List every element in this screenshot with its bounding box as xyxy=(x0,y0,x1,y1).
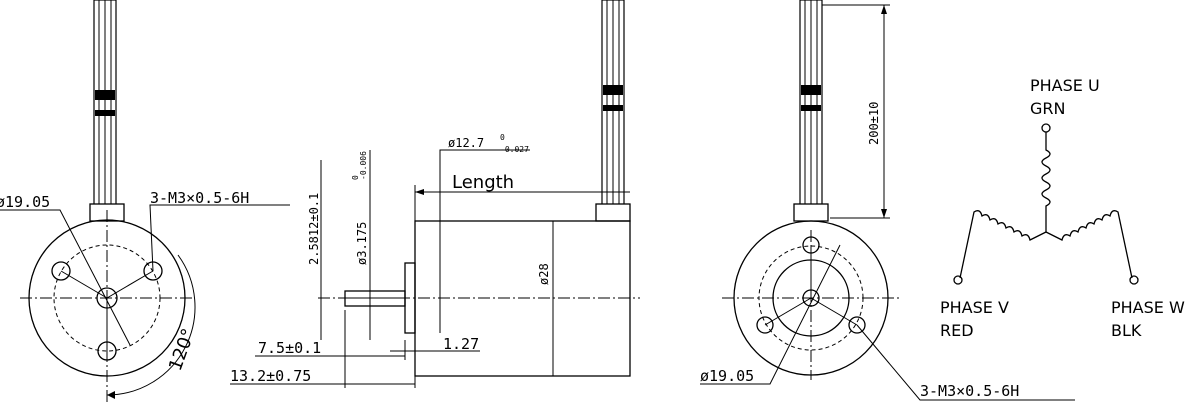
rear-view: 200±10 ø19.05 3-M3×0.5-6H xyxy=(700,0,1075,401)
shaft-tol-lower: -0.006 xyxy=(359,151,368,180)
phase-w-color: BLK xyxy=(1111,321,1142,340)
pcd-label-rear: ø19.05 xyxy=(700,367,754,385)
mount-hole-rear-3 xyxy=(848,316,866,334)
pilot-tol-upper: 0 xyxy=(500,133,505,142)
mount-hole-rear-2 xyxy=(756,316,774,334)
terminal-v xyxy=(953,275,963,285)
coil-u xyxy=(1041,132,1051,232)
terminal-w xyxy=(1129,275,1139,285)
phase-v-color: RED xyxy=(940,321,974,340)
terminal-u xyxy=(1041,123,1051,133)
coil-v xyxy=(959,210,1047,279)
phase-v-label: PHASE V xyxy=(940,298,1009,317)
shaft-dia-label: ø3.175 xyxy=(355,222,369,265)
pcd-label-left: ø19.05 xyxy=(0,193,50,211)
dim-a-label: 7.5±0.1 xyxy=(258,339,321,357)
dim-b-label: 1.27 xyxy=(443,335,479,353)
shaft-dim-label: 2.5812±0.1 xyxy=(307,193,321,265)
body-dia-label: ø28 xyxy=(537,263,551,285)
lead-wires-left xyxy=(89,0,125,222)
phase-u-color: GRN xyxy=(1030,99,1065,118)
lead-wires-side xyxy=(595,0,631,222)
mount-hole-left-1 xyxy=(51,261,71,281)
coil-w xyxy=(1045,210,1133,279)
pilot-tol-lower: -0.027 xyxy=(500,145,529,154)
wiring-diagram: PHASE U GRN PHASE V RED PHASE W BLK xyxy=(940,76,1185,340)
thread-label-rear: 3-M3×0.5-6H xyxy=(920,382,1019,400)
dim-c-label: 13.2±0.75 xyxy=(230,367,311,385)
angle-label: 120° xyxy=(165,326,200,374)
length-label: Length xyxy=(452,172,514,193)
side-view: Length ø12.7 0 -0.027 ø28 2.5812±0.1 ø3.… xyxy=(230,0,640,388)
pilot-dia-label: ø12.7 xyxy=(448,136,484,150)
lead-length-label: 200±10 xyxy=(867,102,881,145)
front-view-left: ø19.05 3-M3×0.5-6H 120° xyxy=(0,0,290,405)
phase-u-label: PHASE U xyxy=(1030,76,1100,95)
shaft-tol-upper: 0 xyxy=(351,175,360,180)
lead-wires-rear xyxy=(793,0,829,222)
thread-label-left: 3-M3×0.5-6H xyxy=(150,189,249,207)
phase-w-label: PHASE W xyxy=(1111,298,1185,317)
